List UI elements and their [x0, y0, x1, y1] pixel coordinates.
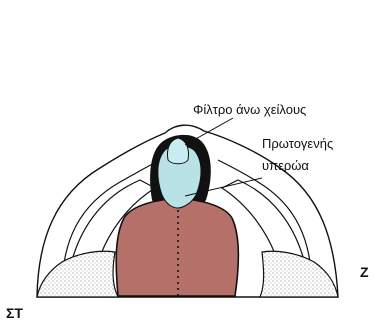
right-side-marker: Ζ — [360, 264, 369, 280]
primary-palate-label-line1: Πρωτογενής — [262, 136, 333, 151]
philtrum-label: Φίλτρο άνω χείλους — [193, 102, 306, 117]
left-side-marker: ΣΤ — [6, 305, 23, 321]
primary-palate-label-line2: υπερώα — [262, 158, 309, 173]
